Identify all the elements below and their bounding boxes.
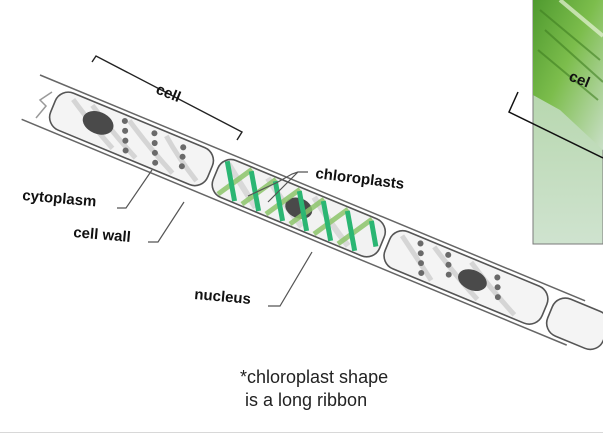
inset-bracket — [508, 91, 603, 159]
chloroplast-note: *chloroplast shape is a long ribbon — [240, 366, 388, 412]
cell-3 — [383, 229, 549, 325]
chloroplasts-label: chloroplasts — [315, 165, 406, 193]
chloroplasts-leader — [247, 171, 308, 203]
cell-bracket — [91, 55, 243, 141]
filament-broken-end — [35, 91, 53, 119]
chloroplast-ribbon — [224, 160, 379, 252]
cell-4 — [545, 297, 603, 351]
cell-label: cell — [154, 81, 184, 106]
note-line-1: *chloroplast shape — [240, 367, 389, 387]
filament — [21, 74, 603, 351]
cell-1 — [48, 91, 215, 187]
cytoplasm-label: cytoplasm — [22, 187, 97, 210]
cell-2 — [211, 158, 387, 258]
cell-wall-leader — [148, 201, 185, 243]
cell-wall-label: cell wall — [73, 224, 132, 246]
chloroplast-back — [216, 167, 374, 246]
bottom-divider — [0, 432, 603, 433]
note-line-2: is a long ribbon — [245, 390, 368, 410]
nucleus-label: nucleus — [194, 286, 252, 308]
inset-photo: cel — [532, 0, 603, 245]
cytoplasm-leader — [117, 169, 153, 209]
nucleus-leader — [268, 251, 313, 307]
inset-cell-label: cel — [567, 68, 593, 92]
